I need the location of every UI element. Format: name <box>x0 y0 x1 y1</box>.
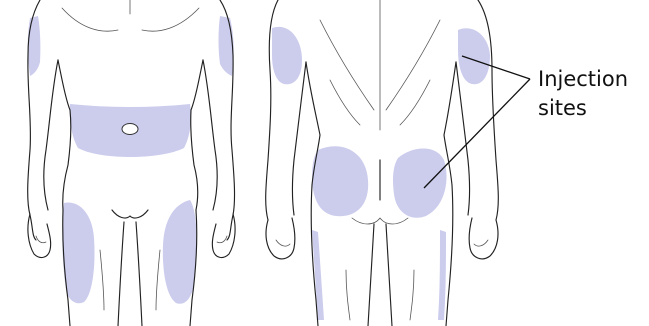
back-calf-right-site <box>438 230 446 320</box>
front-figure <box>28 0 235 326</box>
caption-sites: sites <box>538 95 587 121</box>
buttock-right-site <box>393 149 447 218</box>
buttock-left-site <box>312 146 368 216</box>
back-upper-arm-left-site <box>272 27 302 84</box>
front-upper-arm-right-site <box>28 16 41 76</box>
back-figure <box>266 0 499 326</box>
pointer-line-buttock <box>424 79 530 188</box>
caption-injection: Injection <box>538 66 628 92</box>
front-thigh-left-site <box>163 200 197 304</box>
navel <box>122 124 138 135</box>
front-upper-arm-left-site <box>219 16 234 76</box>
